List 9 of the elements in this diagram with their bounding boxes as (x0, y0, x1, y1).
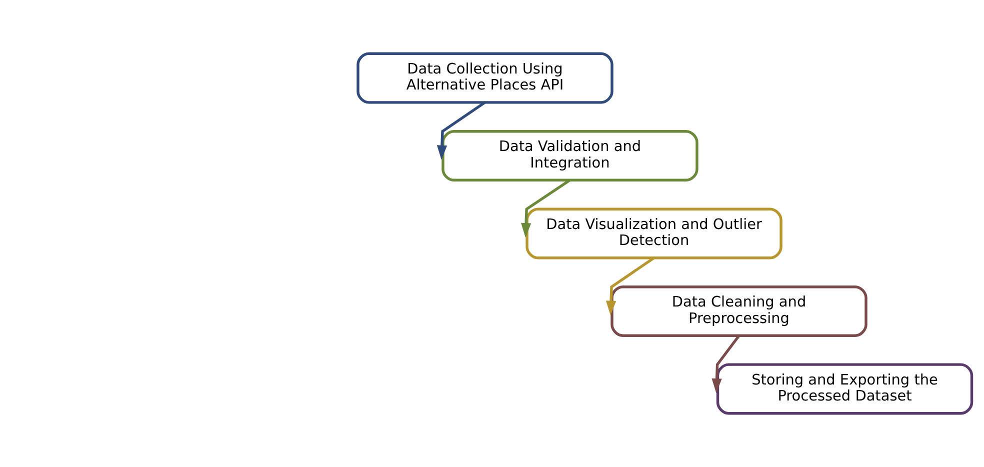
arrow (436, 101, 486, 160)
node-box: Storing and Exporting the Processed Dataset (716, 363, 974, 415)
node-box: Data Cleaning and Preprocessing (610, 285, 868, 337)
arrow (712, 334, 740, 394)
node-box: Data Visualization and Outlier Detection (526, 208, 782, 260)
arrow (606, 256, 655, 316)
arrow (520, 179, 571, 238)
node-box: Data Validation and Integration (442, 130, 698, 182)
node-box: Data Collection Using Alternative Places API (356, 52, 614, 104)
